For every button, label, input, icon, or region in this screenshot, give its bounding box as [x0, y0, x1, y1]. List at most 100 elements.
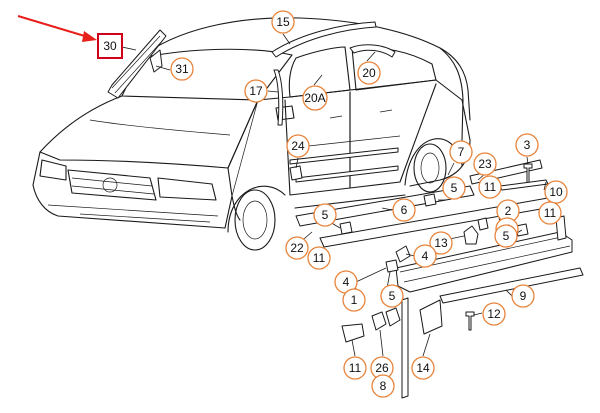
car-mirror [275, 105, 295, 121]
car-front-wheel-arch [227, 185, 286, 233]
sill-bracket [401, 297, 409, 399]
part-door-channel [349, 44, 396, 58]
callout-5: 5 [494, 224, 518, 248]
callout-label: 11 [544, 206, 557, 220]
callout-circle [538, 201, 562, 225]
callout-circle [380, 284, 404, 308]
callout-22: 22 [285, 236, 309, 260]
grommet [463, 225, 479, 245]
callout-circle [170, 57, 194, 81]
callout-7: 7 [449, 140, 473, 164]
callout-11: 11 [478, 175, 502, 199]
callout-26: 26 [370, 356, 394, 380]
car-grille [67, 169, 157, 201]
pointer-arrow [17, 15, 97, 42]
callout-circle [515, 133, 539, 157]
callout-3: 3 [515, 133, 539, 157]
clip-24 [289, 165, 303, 181]
callout-label: 9 [520, 289, 527, 303]
callout-label: 26 [375, 361, 389, 375]
car-headlight-right [157, 177, 217, 201]
clip-2 [477, 217, 489, 231]
callout-circle [244, 79, 268, 103]
callout-10: 10 [544, 180, 568, 204]
callout-15: 15 [271, 10, 295, 34]
car-rear-wheel [413, 143, 447, 193]
highlight-callout-30: 30 [97, 33, 123, 59]
callout-circle [544, 180, 568, 204]
callout-17: 17 [244, 79, 268, 103]
callout-12: 12 [482, 302, 506, 326]
callout-4: 4 [413, 244, 437, 268]
callout-circle [342, 288, 366, 312]
clip-e [385, 259, 399, 273]
clip-f [395, 245, 411, 263]
callout-1: 1 [342, 288, 366, 312]
callout-label: 14 [416, 361, 430, 375]
clip-bottom-left [341, 323, 365, 343]
callout-label: 4 [422, 249, 429, 263]
callout-label: 6 [401, 203, 408, 217]
callout-label: 24 [291, 139, 305, 153]
callout-11: 11 [538, 201, 562, 225]
callout-label: 12 [487, 307, 501, 321]
callout-11: 11 [343, 356, 367, 380]
car-front-bumper [32, 151, 233, 229]
car-front-wheel [234, 189, 276, 251]
clip-bottom-mid-a [371, 311, 387, 331]
callout-5: 5 [442, 176, 466, 200]
callout-circle [285, 236, 309, 260]
callout-circle [302, 85, 328, 111]
sill-end-cap [419, 299, 443, 335]
sill-strip-lower [439, 267, 584, 304]
callout-layer: 1531201720A24723351110652115135221144915… [170, 10, 568, 398]
callout-circle [371, 374, 395, 398]
callout-circle [473, 152, 497, 176]
callout-label: 23 [478, 157, 492, 171]
car-roof-outline [139, 17, 471, 121]
callout-circle [442, 176, 466, 200]
callout-circle [286, 134, 310, 158]
clip-b [423, 193, 437, 207]
screw-12 [465, 311, 475, 331]
callout-5: 5 [313, 203, 337, 227]
callout-24: 24 [286, 134, 310, 158]
callout-label: 8 [380, 379, 387, 393]
callout-label: 5 [451, 181, 458, 195]
callout-23: 23 [473, 152, 497, 176]
rod-10 [499, 179, 549, 191]
callout-20: 20 [357, 61, 381, 85]
callout-circle [413, 244, 437, 268]
highlight-label: 30 [103, 39, 117, 53]
callout-circle [482, 302, 506, 326]
callout-circle [307, 246, 331, 270]
callout-9: 9 [511, 284, 535, 308]
callout-label: 4 [343, 275, 350, 289]
car-trunk-line [439, 47, 464, 141]
callout-20A: 20A [302, 85, 328, 111]
callout-label: 11 [313, 251, 326, 265]
car-windshield [121, 48, 293, 101]
callout-31: 31 [170, 57, 194, 81]
callout-label: 3 [524, 138, 531, 152]
car-headlight-left [39, 159, 67, 181]
callout-5: 5 [380, 284, 404, 308]
callout-label: 2 [505, 204, 512, 218]
callout-circle [478, 175, 502, 199]
callout-label: 17 [249, 84, 263, 98]
clip-bottom-mid-b [385, 307, 401, 327]
callout-label: 1 [351, 293, 358, 307]
callout-label: 7 [458, 145, 465, 159]
callout-label: 5 [389, 289, 396, 303]
callout-circle [313, 203, 337, 227]
callout-label: 11 [349, 361, 362, 375]
callout-label: 20 [362, 66, 376, 80]
callout-circle [392, 198, 416, 222]
callout-circle [494, 224, 518, 248]
callout-circle [429, 231, 453, 255]
callout-label: 13 [434, 236, 448, 250]
callout-6: 6 [392, 198, 416, 222]
part-roof-trim [271, 21, 377, 58]
